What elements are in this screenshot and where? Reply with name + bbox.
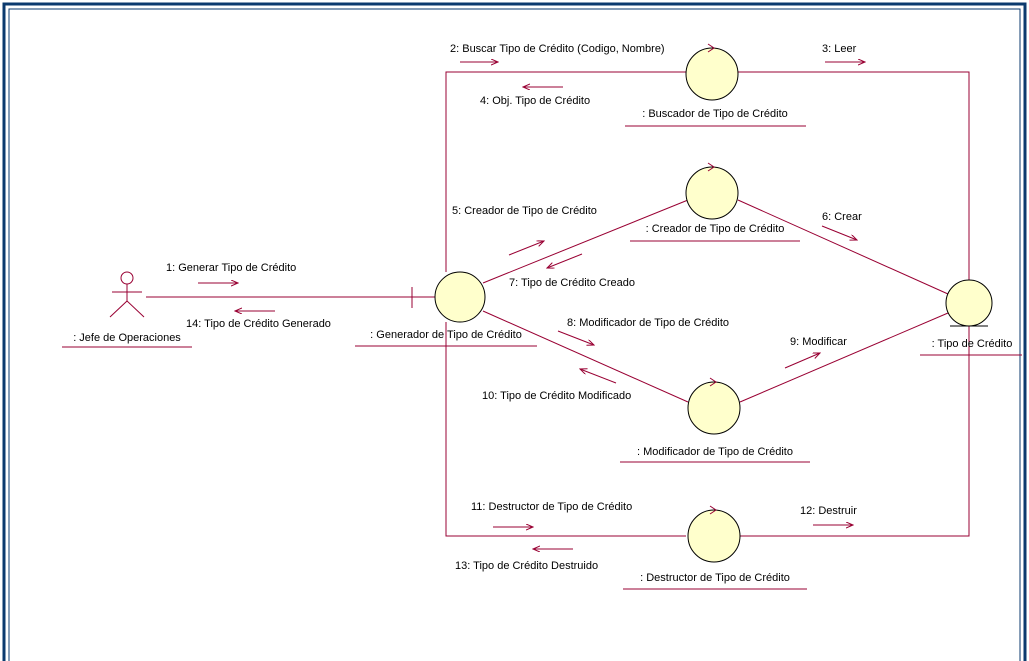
msg-3: 3: Leer xyxy=(822,43,857,55)
object-generador: : Generador de Tipo de Crédito xyxy=(355,271,537,347)
message-labels: 1: Generar Tipo de Crédito 14: Tipo de C… xyxy=(166,43,862,572)
generador-circle xyxy=(434,271,486,323)
buscador-circle xyxy=(685,47,739,101)
links xyxy=(146,71,970,537)
destructor-control-arrow-icon xyxy=(709,505,717,515)
actor-right-leg xyxy=(126,300,145,318)
arrow-m10 xyxy=(580,369,617,384)
msg-11: 11: Destructor de Tipo de Crédito xyxy=(471,501,632,513)
msg-1: 1: Generar Tipo de Crédito xyxy=(166,262,296,274)
link-generador-creador xyxy=(482,199,689,284)
arrow-m8 xyxy=(557,330,594,345)
link-buscador-loop xyxy=(445,71,686,272)
msg-8: 8: Modificador de Tipo de Crédito xyxy=(567,317,729,329)
msg-13: 13: Tipo de Crédito Destruido xyxy=(455,560,598,572)
link-buscador-tipo xyxy=(738,71,970,285)
msg-2: 2: Buscar Tipo de Crédito (Codigo, Nombr… xyxy=(450,43,665,55)
actor-left-leg xyxy=(109,300,128,318)
object-destructor: : Destructor de Tipo de Crédito xyxy=(623,505,807,590)
arrow-m5 xyxy=(508,241,544,256)
destructor-circle xyxy=(687,509,741,563)
link-generador-modificador xyxy=(482,310,689,403)
generador-name: : Generador de Tipo de Crédito xyxy=(370,329,522,341)
msg-14: 14: Tipo de Crédito Generado xyxy=(186,318,331,330)
modificador-name: : Modificador de Tipo de Crédito xyxy=(637,446,793,458)
msg-6: 6: Crear xyxy=(822,211,862,223)
buscador-control-arrow-icon xyxy=(707,43,715,53)
link-creador-tipo xyxy=(737,199,949,295)
modificador-circle xyxy=(687,381,741,435)
arrow-m9 xyxy=(784,353,820,369)
creador-circle xyxy=(685,166,739,220)
object-modificador: : Modificador de Tipo de Crédito xyxy=(620,377,810,463)
page-frame-inner xyxy=(8,8,1021,661)
msg-4: 4: Obj. Tipo de Crédito xyxy=(480,95,590,107)
msg-10: 10: Tipo de Crédito Modificado xyxy=(482,390,631,402)
link-destructor-tipo xyxy=(740,320,970,537)
msg-7: 7: Tipo de Crédito Creado xyxy=(509,277,635,289)
tipo-circle xyxy=(945,279,993,327)
msg-9: 9: Modificar xyxy=(790,336,847,348)
link-modificador-tipo xyxy=(739,312,949,403)
object-buscador: : Buscador de Tipo de Crédito xyxy=(625,43,806,127)
arrow-m7 xyxy=(547,253,583,268)
tipo-name: : Tipo de Crédito xyxy=(932,338,1013,350)
object-tipo-credito: : Tipo de Crédito xyxy=(920,279,1022,356)
object-creador: : Creador de Tipo de Crédito xyxy=(630,162,800,242)
message-arrows xyxy=(198,62,865,549)
creador-control-arrow-icon xyxy=(707,162,715,172)
msg-12: 12: Destruir xyxy=(800,505,857,517)
buscador-name: : Buscador de Tipo de Crédito xyxy=(642,108,788,120)
msg-5: 5: Creador de Tipo de Crédito xyxy=(452,205,597,217)
arrow-m6 xyxy=(821,225,857,240)
modificador-control-arrow-icon xyxy=(709,377,717,387)
creador-name: : Creador de Tipo de Crédito xyxy=(646,223,785,235)
actor-name: : Jefe de Operaciones xyxy=(73,332,181,344)
actor-jefe-operaciones: : Jefe de Operaciones xyxy=(62,271,192,348)
actor-head-icon xyxy=(120,271,134,285)
destructor-name: : Destructor de Tipo de Crédito xyxy=(640,572,790,584)
link-destructor-loop xyxy=(445,322,686,537)
